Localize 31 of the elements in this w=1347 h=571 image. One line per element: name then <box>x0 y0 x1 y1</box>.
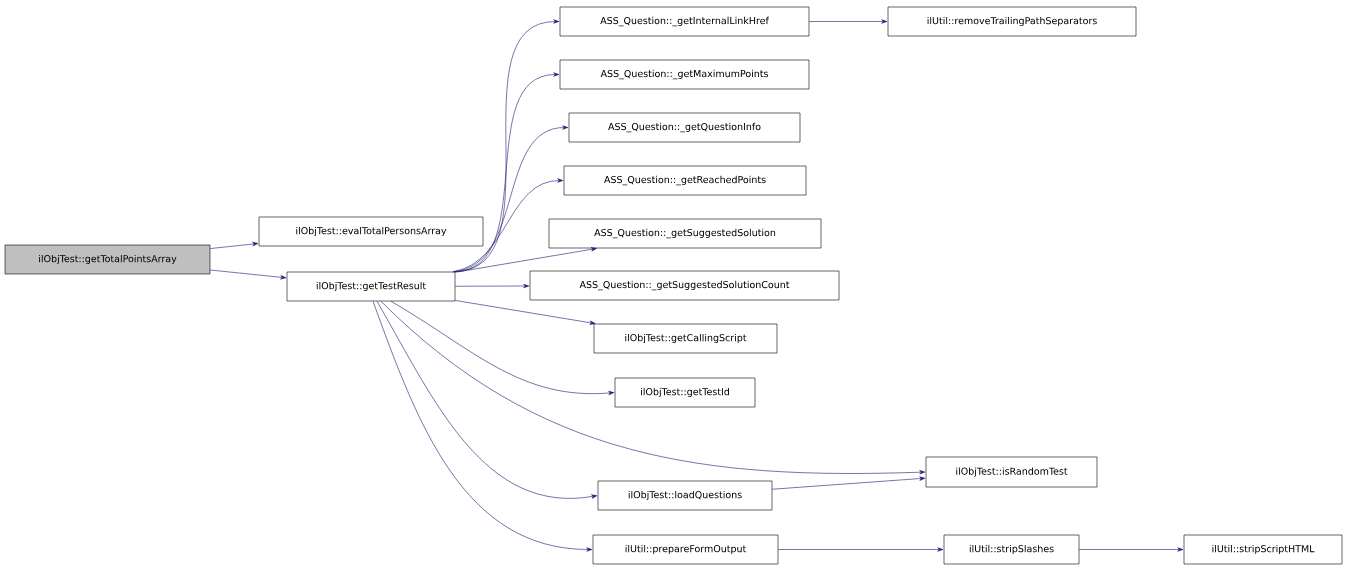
arrow <box>390 301 615 396</box>
function-box: ilUtil::stripSlashes <box>943 534 1080 565</box>
function-box: ilUtil::stripScriptHTML <box>1183 534 1343 565</box>
arrow <box>455 283 530 289</box>
arrow <box>210 269 287 280</box>
arrow <box>772 476 926 490</box>
function-box: ilObjTest::getCallingScript <box>593 323 778 354</box>
function-box: ilObjTest::evalTotalPersonsArray <box>258 216 484 247</box>
function-box: ASS_Question::_getSuggestedSolution <box>548 218 822 249</box>
function-box: ASS_Question::_getSuggestedSolutionCount <box>529 270 840 301</box>
arrow <box>455 247 597 273</box>
function-box: ilObjTest::getTestResult <box>286 271 456 302</box>
arrow <box>453 178 564 272</box>
arrow <box>1079 547 1184 552</box>
function-box: ilUtil::prepareFormOutput <box>592 534 779 565</box>
function-box: ASS_Question::_getMaximumPoints <box>559 59 810 90</box>
function-box: ASS_Question::_getReachedPoints <box>563 165 807 196</box>
function-box: ilUtil::removeTrailingPathSeparators <box>887 6 1137 37</box>
arrow <box>210 241 259 249</box>
arrow <box>809 19 888 24</box>
arrow <box>778 547 944 552</box>
arrow <box>372 301 593 552</box>
arrow <box>376 301 598 499</box>
function-box: ASS_Question::_getQuestionInfo <box>568 112 801 143</box>
function-box: ilObjTest::loadQuestions <box>597 480 773 511</box>
arrow <box>380 301 926 475</box>
function-box: ASS_Question::_getInternalLinkHref <box>559 6 810 37</box>
function-box: ilObjTest::getTotalPointsArray <box>4 244 211 275</box>
function-box: ilObjTest::getTestId <box>614 377 756 408</box>
function-box: ilObjTest::isRandomTest <box>925 456 1098 488</box>
arrow <box>455 300 596 325</box>
